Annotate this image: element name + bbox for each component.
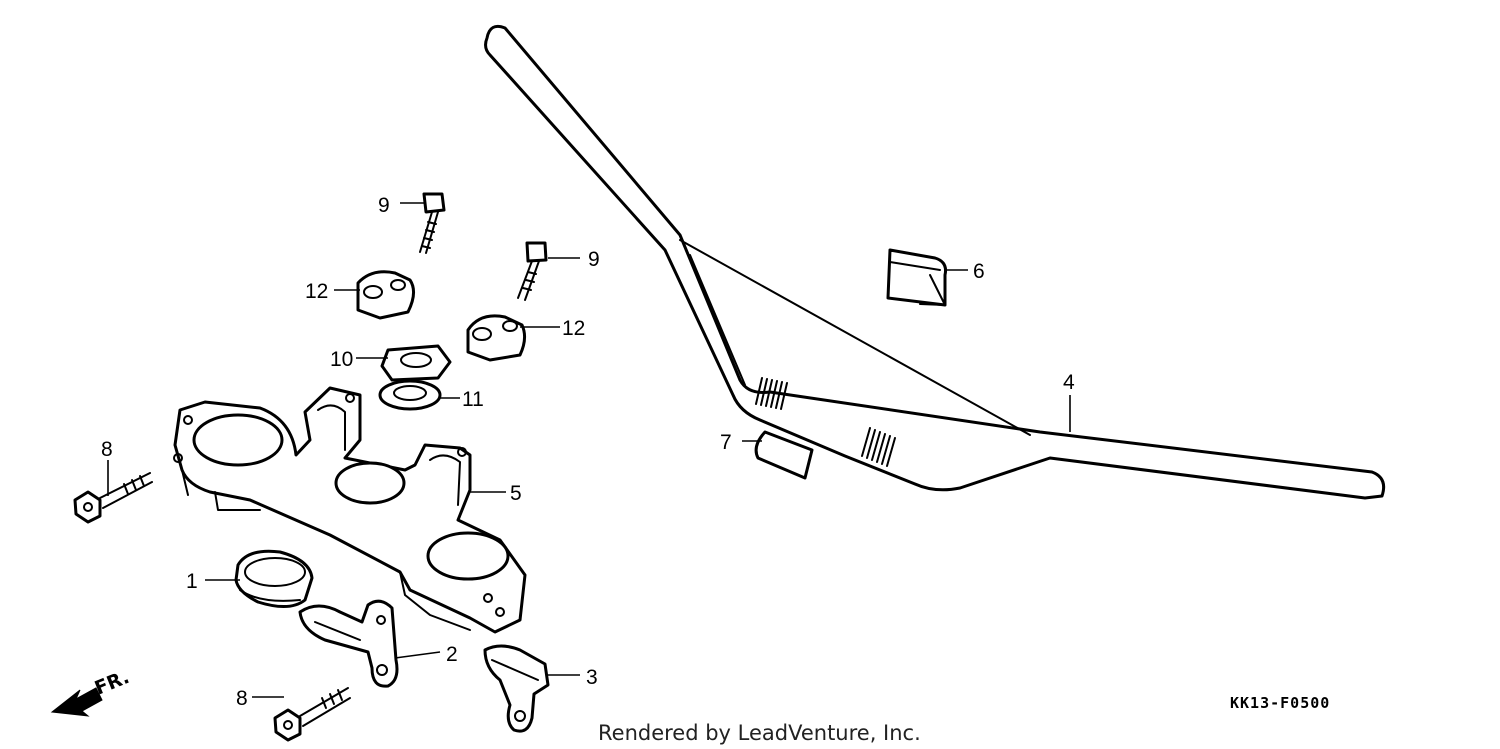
callout-2: 2 [446,643,458,666]
part-6-clip[interactable] [886,248,947,307]
front-direction-arrow: FR. [50,666,133,717]
nut-10[interactable] [380,344,452,382]
callout-6: 6 [973,260,985,283]
callout-9-upper: 9 [378,194,390,217]
knurl-left [755,377,788,410]
knurl-right [861,427,896,467]
part-1-ring[interactable] [234,549,314,608]
part-2-bracket[interactable] [298,599,399,688]
part-7-grip[interactable] [754,430,814,480]
top-bridge[interactable] [173,386,527,634]
bolt-8-upper[interactable] [73,472,153,524]
callout-5: 5 [510,482,522,505]
bolt-8-lower[interactable] [273,687,351,742]
callout-3: 3 [586,666,598,689]
part-code: KK13-F0500 [1230,694,1330,712]
handlebar[interactable] [484,24,1386,500]
holder-12-left[interactable] [356,270,415,320]
bolt-9-right[interactable] [517,241,548,301]
leader-lines [107,202,1071,698]
callout-7: 7 [720,431,732,454]
bolt-9-left[interactable] [419,192,446,254]
callout-9-lower: 9 [588,248,600,271]
holder-12-right[interactable] [466,314,527,362]
callout-8-upper: 8 [101,438,113,461]
render-credit: Rendered by LeadVenture, Inc. [598,721,921,745]
callout-10: 10 [330,348,353,371]
callout-4: 4 [1063,371,1075,394]
callout-12-right: 12 [562,317,585,340]
callout-8-lower: 8 [236,687,248,710]
callout-11: 11 [462,388,484,411]
front-indicator-label: FR. [92,666,133,700]
washer-11[interactable] [378,379,442,411]
part-3-bracket[interactable] [483,644,550,733]
callout-1: 1 [186,570,198,593]
callout-12-left: 12 [305,280,328,303]
